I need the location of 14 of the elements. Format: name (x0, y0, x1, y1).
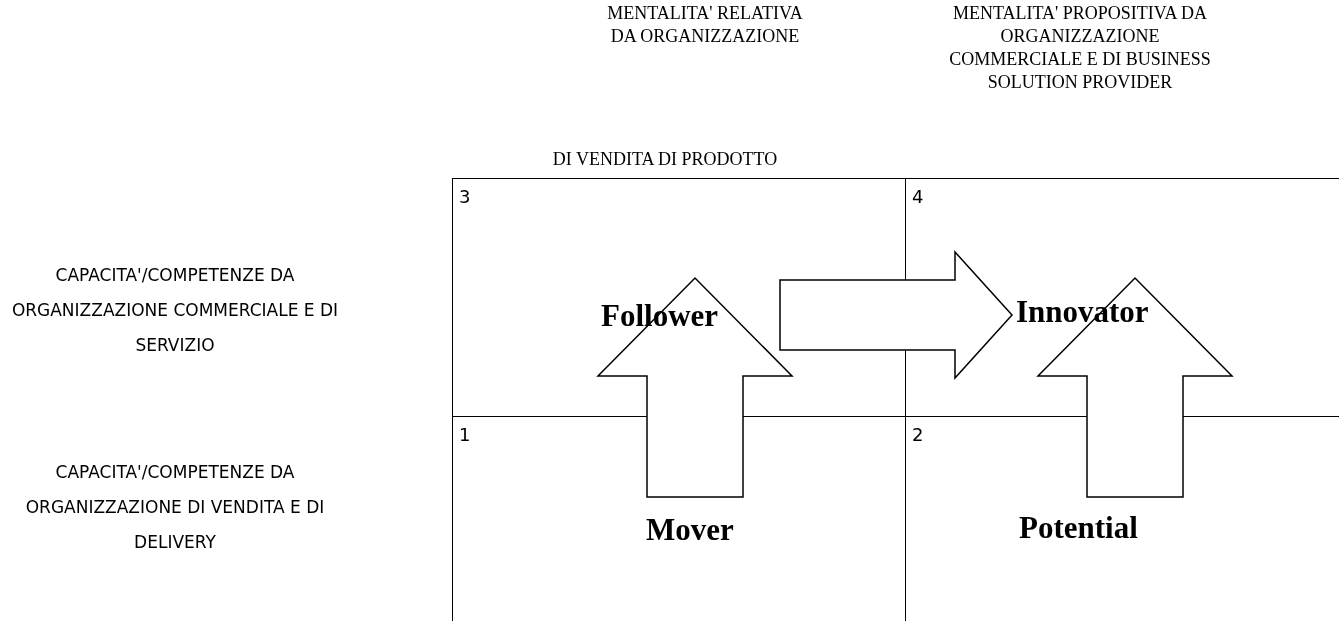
column-header: DI VENDITA DI PRODOTTO (551, 148, 779, 171)
quadrant-title: Mover (646, 513, 734, 547)
row-header: CAPACITA'/COMPETENZE DA ORGANIZZAZIONE COMMERCIALE E DI SERVIZIO (10, 264, 340, 357)
quadrant-number: 4 (912, 187, 924, 207)
quadrant-number: 2 (912, 425, 924, 445)
block-arrow (1036, 276, 1234, 498)
row-header: CAPACITA'/COMPETENZE DA ORGANIZZAZIONE DI VENDITA E DI DELIVERY (24, 461, 326, 554)
block-arrow (596, 276, 794, 498)
column-header: MENTALITA' PROPOSITIVA DA ORGANIZZAZIONE COMMERCIALE E DI BUSINESS SOLUTION PROVIDER (948, 2, 1212, 94)
quadrant-title: Potential (1019, 511, 1138, 545)
block-arrow (779, 250, 1013, 380)
quadrant-number: 1 (459, 425, 471, 445)
column-header: MENTALITA' RELATIVA DA ORGANIZZAZIONE (606, 2, 804, 48)
quadrant-number: 3 (459, 187, 471, 207)
